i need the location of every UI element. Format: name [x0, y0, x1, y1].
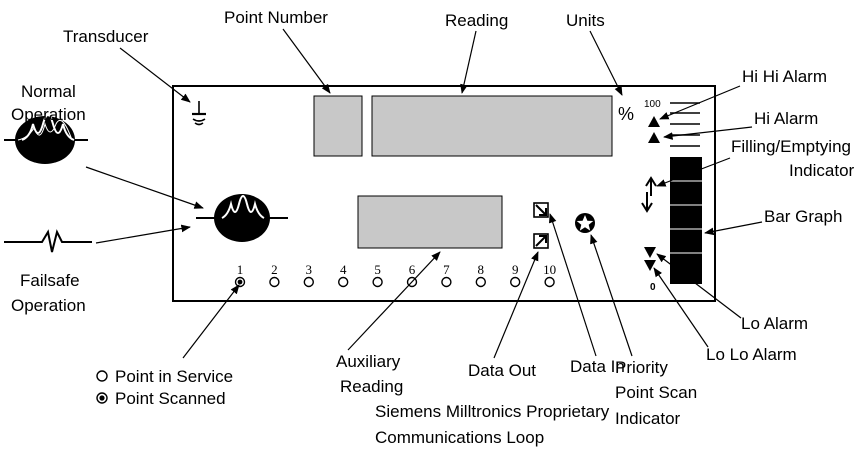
data-out-icon — [533, 233, 549, 249]
label-priority-line3: Indicator — [615, 409, 681, 428]
label-units: Units — [566, 11, 605, 30]
legend-scanned-dot — [99, 395, 105, 401]
lo-lo-alarm-icon — [644, 260, 656, 271]
label-comm-line1: Siemens Milltronics Proprietary — [375, 402, 610, 421]
reading-field — [371, 95, 613, 157]
bar-graph: 100 0 — [644, 99, 702, 293]
point-number-label: 5 — [374, 262, 381, 277]
point-number-label: 2 — [271, 262, 278, 277]
point-indicator — [475, 276, 486, 288]
label-failsafe-line2: Operation — [11, 296, 86, 315]
hi-alarm-icon — [648, 132, 660, 143]
label-transducer: Transducer — [63, 27, 149, 46]
point-indicator — [269, 276, 280, 288]
label-normal-line1: Normal — [21, 82, 76, 101]
label-point-in-service: Point in Service — [115, 367, 233, 386]
point-indicator — [338, 276, 349, 288]
label-reading: Reading — [445, 11, 508, 30]
point-indicator — [510, 276, 521, 288]
label-point-scanned: Point Scanned — [115, 389, 226, 408]
star-circle-icon — [575, 213, 595, 233]
filling-emptying-icon — [641, 176, 657, 213]
label-normal-line2: Operation — [11, 105, 86, 124]
label-aux-line2: Reading — [340, 377, 403, 396]
label-priority-line1: Priority — [615, 358, 668, 377]
label-bar-graph: Bar Graph — [764, 207, 842, 226]
label-hi-alarm: Hi Alarm — [754, 109, 818, 128]
point-number-label: 7 — [443, 262, 450, 277]
point-indicators: 1 2 3 4 5 6 7 8 9 10 — [234, 262, 556, 288]
bar-fill — [670, 157, 702, 284]
point-number-label: 8 — [478, 262, 485, 277]
point-number-label: 10 — [543, 262, 556, 277]
hi-hi-alarm-icon — [648, 116, 660, 127]
bar-bottom-label: 0 — [650, 282, 656, 293]
label-failsafe-line1: Failsafe — [20, 271, 80, 290]
data-in-icon — [533, 202, 549, 218]
point-number-label: 4 — [340, 262, 347, 277]
auxiliary-reading-field — [357, 195, 503, 249]
lo-alarm-icon — [644, 247, 656, 258]
point-number-label: 1 — [237, 262, 244, 277]
leader-lines — [85, 28, 763, 359]
label-priority-line2: Point Scan — [615, 383, 697, 402]
point-indicator — [372, 276, 383, 288]
label-filling-line1: Filling/Emptying — [731, 137, 851, 156]
failsafe-echo-icon — [4, 229, 92, 253]
point-number-field — [313, 95, 363, 157]
label-hi-hi-alarm: Hi Hi Alarm — [742, 67, 827, 86]
label-filling-line2: Indicator — [789, 161, 855, 180]
label-data-out: Data Out — [468, 361, 536, 380]
bar-top-label: 100 — [644, 99, 661, 110]
point-scanned-dot — [237, 279, 243, 285]
point-number-label: 6 — [409, 262, 416, 277]
units-symbol: % — [618, 104, 634, 124]
legend-service-icon — [96, 370, 108, 382]
label-aux-line1: Auxiliary — [336, 352, 401, 371]
display-echo-icon — [196, 194, 288, 242]
label-point-number: Point Number — [224, 8, 328, 27]
label-comm-line2: Communications Loop — [375, 428, 544, 447]
label-lo-alarm: Lo Alarm — [741, 314, 808, 333]
label-lo-lo-alarm: Lo Lo Alarm — [706, 345, 797, 364]
point-number-label: 9 — [512, 262, 519, 277]
normal-echo-icon — [4, 114, 88, 164]
point-indicator — [303, 276, 314, 288]
label-data-in: Data In — [570, 357, 625, 376]
point-indicator — [441, 276, 452, 288]
transducer-icon — [192, 101, 206, 126]
point-indicator — [544, 276, 555, 288]
point-number-label: 3 — [306, 262, 313, 277]
